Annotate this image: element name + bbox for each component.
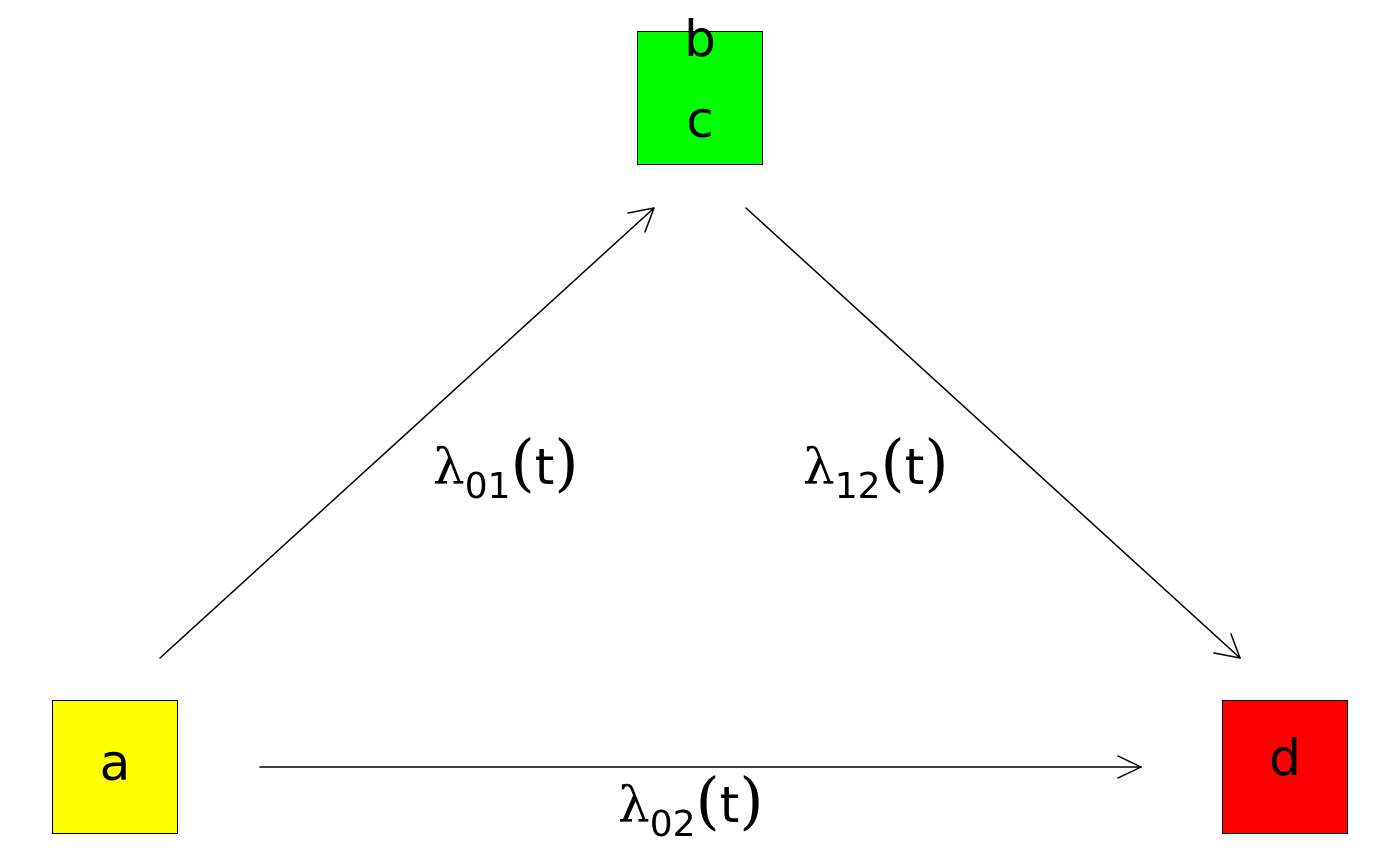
state-b-label: b <box>684 10 716 68</box>
state-a-label: a <box>99 734 131 792</box>
rate-01-subscript: 01 <box>464 466 511 507</box>
rate-label-12: λ12(t) <box>803 426 949 507</box>
rate-01-argument: t <box>534 438 555 496</box>
arrow-a-to-d <box>259 755 1142 779</box>
rate-02-symbol: λ <box>618 776 650 834</box>
arrow-a-to-bc <box>159 207 655 659</box>
rate-12-subscript: 12 <box>834 466 881 507</box>
state-c-label: c <box>686 91 714 149</box>
state-d-label: d <box>1269 729 1301 787</box>
rate-02-argument: t <box>719 776 740 834</box>
rate-12-symbol: λ <box>803 438 835 496</box>
rate-label-01: λ01(t) <box>433 426 579 507</box>
state-bc-box <box>637 31 763 165</box>
state-d-box <box>1222 700 1348 834</box>
rate-01-symbol: λ <box>433 438 465 496</box>
state-a-box <box>52 700 178 834</box>
arrow-bc-to-d <box>745 207 1241 659</box>
rate-label-02: λ02(t) <box>618 764 764 845</box>
rate-02-subscript: 02 <box>649 804 696 845</box>
rate-12-argument: t <box>904 438 925 496</box>
